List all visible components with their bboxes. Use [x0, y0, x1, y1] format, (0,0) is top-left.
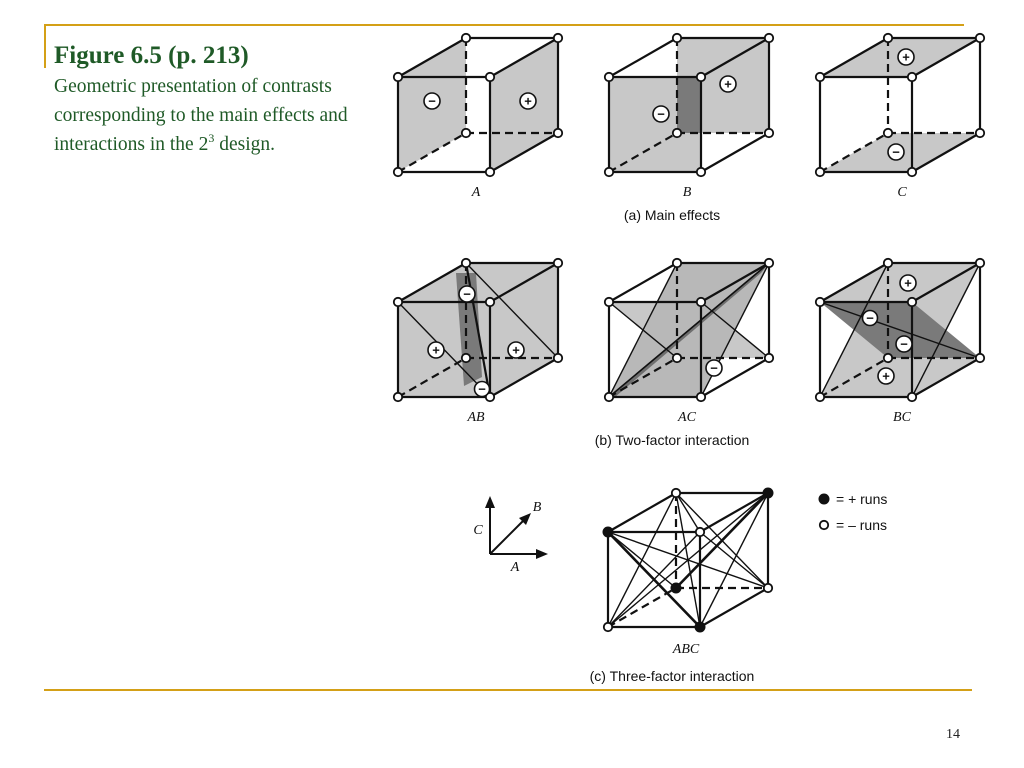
cube-a-vertices	[392, 32, 564, 178]
axis-c-label: C	[473, 523, 483, 538]
cube-ac-hidden-edges	[608, 263, 769, 398]
cube-bc-signs: + − − +	[861, 274, 917, 385]
description-superscript: 3	[208, 131, 215, 145]
cube-c-signs: + −	[887, 48, 915, 161]
cube-ac: − AC	[603, 257, 775, 425]
svg-text:−: −	[866, 311, 874, 326]
svg-text:+: +	[512, 343, 520, 358]
cube-c-hidden-edges	[819, 38, 980, 173]
contrast-cube-figure: − + A	[370, 26, 1000, 696]
cube-ab-vertices	[392, 257, 564, 403]
cube-a-edges	[396, 36, 560, 174]
description-text: Geometric presentation of contrasts corr…	[54, 76, 348, 155]
axis-indicator: C B A	[473, 496, 548, 575]
cube-a-hidden-edges	[397, 38, 558, 173]
svg-text:+: +	[432, 343, 440, 358]
axis-a-label: A	[510, 560, 520, 575]
svg-text:−: −	[710, 361, 718, 376]
cube-b-vertices	[603, 32, 775, 178]
svg-text:+: +	[724, 77, 732, 92]
cube-b-label: B	[683, 185, 692, 200]
cube-ac-vertices	[603, 257, 775, 403]
cube-ab-edges	[396, 261, 560, 399]
cube-abc-label: ABC	[672, 642, 700, 657]
cube-c-vertices	[814, 32, 986, 178]
cube-ac-signs: −	[705, 359, 723, 377]
cube-a-label: A	[471, 185, 481, 200]
svg-text:−: −	[463, 287, 471, 302]
cube-b-hidden-edges	[608, 38, 769, 173]
page-number: 14	[946, 727, 960, 742]
cube-b: − + B	[603, 32, 775, 200]
cube-c: + − C	[814, 32, 986, 200]
cube-bc-hidden-edges	[819, 263, 980, 398]
cube-bc-edges	[818, 261, 982, 399]
figure-caption: Figure 6.5 (p. 213) Geometric presentati…	[54, 40, 364, 159]
cube-b-overlap-region	[677, 77, 701, 133]
svg-text:+: +	[902, 50, 910, 65]
cube-ab-signs: − + + −	[427, 285, 525, 398]
section-label-two-factor: (b) Two-factor interaction	[595, 432, 750, 448]
cube-b-signs: − +	[652, 75, 737, 123]
axis-arrowheads	[485, 496, 548, 559]
cube-abc-edges	[606, 491, 770, 629]
cube-bc: + − − + BC	[814, 257, 986, 425]
svg-text:−: −	[900, 337, 908, 352]
cube-abc: ABC	[602, 487, 774, 657]
figure-title: Figure 6.5 (p. 213)	[54, 42, 249, 69]
cube-c-label: C	[897, 185, 907, 200]
cube-abc-bold-diagonals	[607, 492, 769, 628]
section-label-main-effects: (a) Main effects	[624, 207, 720, 223]
svg-text:+: +	[524, 94, 532, 109]
description-suffix: design.	[214, 134, 276, 155]
cube-diagram: − + A	[392, 32, 986, 684]
legend-plus-label: = + runs	[836, 491, 887, 507]
cube-bc-label: BC	[893, 410, 912, 425]
cube-ac-edges	[607, 261, 771, 399]
cube-ab-label: AB	[466, 410, 485, 425]
cube-a-signs: − +	[423, 92, 537, 110]
cube-ab: − + + − AB	[392, 257, 564, 425]
cube-b-edges	[607, 36, 771, 174]
left-accent-rule	[44, 24, 46, 68]
svg-text:−: −	[657, 107, 665, 122]
section-label-three-factor: (c) Three-factor interaction	[590, 668, 755, 684]
svg-text:−: −	[428, 94, 436, 109]
svg-text:−: −	[892, 145, 900, 160]
run-legend: = + runs = – runs	[818, 491, 887, 533]
svg-text:+: +	[882, 369, 890, 384]
top-rule	[44, 24, 964, 26]
cube-abc-vertices	[602, 487, 774, 633]
svg-text:+: +	[904, 276, 912, 291]
svg-text:−: −	[478, 382, 486, 397]
cube-c-edges	[818, 36, 982, 174]
cube-ac-label: AC	[677, 410, 697, 425]
axis-lines	[489, 502, 542, 555]
cube-bc-vertices	[814, 257, 986, 403]
legend-minus-label: = – runs	[836, 517, 887, 533]
legend-plus-marker	[818, 493, 830, 505]
cube-ab-hidden-edges	[397, 263, 558, 398]
figure-description: Geometric presentation of contrasts corr…	[54, 72, 364, 159]
cube-a: − + A	[392, 32, 564, 200]
axis-b-label: B	[533, 500, 542, 515]
legend-minus-marker	[818, 519, 830, 531]
bottom-rule	[44, 689, 972, 691]
cube-abc-hidden-edges	[607, 493, 768, 628]
cube-abc-interior-lines	[607, 492, 769, 628]
